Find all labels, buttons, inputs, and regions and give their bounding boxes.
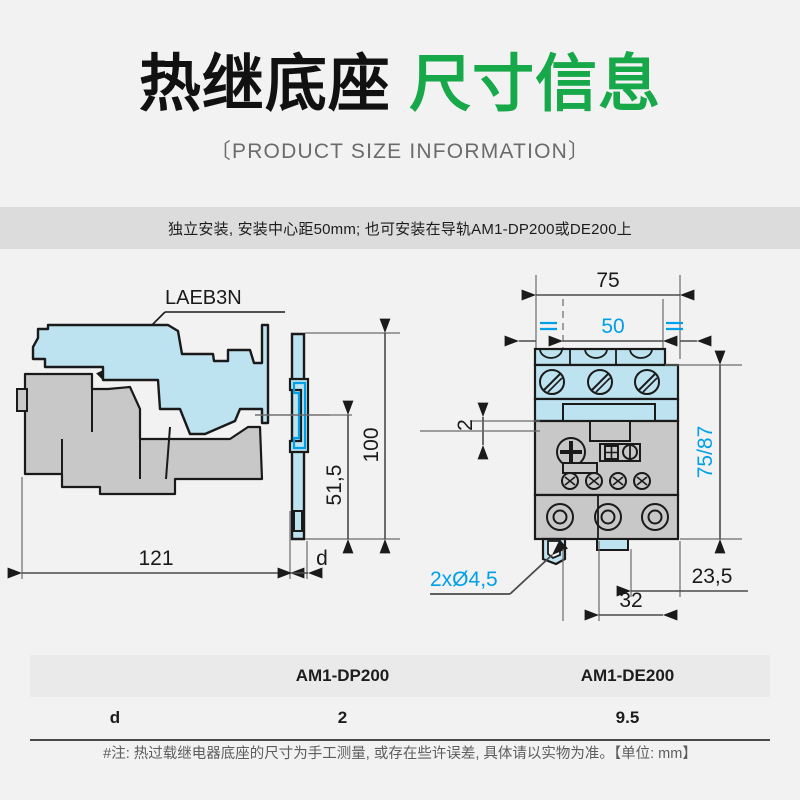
side-view-plate-foot: [293, 510, 303, 532]
front-view-hole-callout-label: 2xØ4,5: [430, 568, 498, 591]
page-title-main: 热继底座: [138, 50, 391, 119]
front-view-mid-band-inset: [562, 403, 656, 422]
page-subtitle-english: 〔PRODUCT SIZE INFORMATION〕: [209, 140, 591, 164]
dimension-table: AM1-DP200 AM1-DE200 d 2 9.5: [30, 655, 770, 741]
front-view-dim-offset-label: 2: [454, 419, 477, 431]
side-view-left-nub: [16, 388, 28, 412]
side-view-drawing: LAEB3N: [7, 287, 400, 579]
cross-screw-icon: [633, 472, 651, 490]
front-view-bottom-clip: [596, 538, 629, 551]
terminal-ring-icon: [641, 503, 669, 531]
dimension-drawings-svg: LAEB3N: [7, 269, 748, 621]
side-view-base-divider-2: [165, 426, 171, 480]
cross-screw-icon: [609, 472, 627, 490]
front-view-equal-mark-right: [666, 321, 683, 331]
front-view-label-plate: [562, 462, 598, 474]
side-view-bracket-cyan-outline: [292, 381, 307, 450]
front-view-dim-height-label: 75/87: [694, 426, 717, 479]
cross-screw-icon: [585, 472, 603, 490]
stop-button-icon: [622, 443, 638, 461]
terminal-ring-icon: [546, 503, 574, 531]
slot-screw-icon: [539, 369, 565, 395]
front-view-top-slot-1: [539, 348, 563, 359]
side-view-blue-housing: [31, 323, 270, 436]
table-header-dp200: AM1-DP200: [295, 666, 390, 685]
dimension-table-wrap: AM1-DP200 AM1-DE200 d 2 9.5: [0, 655, 800, 741]
table-header-blank: [30, 655, 200, 697]
dimension-table-head: AM1-DP200 AM1-DE200: [30, 655, 770, 697]
table-cell-row-label: d: [109, 708, 121, 727]
side-view-dim-width-label: 121: [138, 547, 173, 570]
front-view-top-slot-3: [629, 348, 653, 359]
front-view-dim-center-label: 50: [601, 315, 624, 338]
installation-note-band: 独立安装, 安装中心距50mm; 也可安装在导轨AM1-DP200或DE200上: [0, 207, 800, 249]
front-view-equal-mark-left: [540, 321, 557, 331]
page-header: 热继底座 尺寸信息 〔PRODUCT SIZE INFORMATION〕: [0, 0, 800, 165]
table-header-row: AM1-DP200 AM1-DE200: [30, 655, 770, 697]
terminal-ring-icon: [594, 503, 622, 531]
test-button-icon: [604, 445, 619, 460]
front-view-dim-right-label: 23,5: [692, 565, 733, 588]
cross-screw-icon: [561, 472, 579, 490]
phillips-screw-icon: [556, 437, 586, 467]
front-view-bottom-terminals: [546, 503, 669, 531]
slot-screw-icon: [587, 369, 613, 395]
front-view-aux-screw-row: [561, 472, 651, 490]
table-row: d 2 9.5: [30, 697, 770, 740]
side-view-part-label: LAEB3N: [165, 287, 242, 309]
hole-callout-leader: [430, 539, 569, 595]
front-view-dim-bottom-label: 32: [619, 589, 642, 612]
front-view-mounting-hole: [547, 540, 561, 560]
side-view-dim-height-label: 100: [360, 427, 383, 462]
table-header-de200: AM1-DE200: [580, 666, 675, 685]
side-view-dim-mid-label: 51,5: [323, 465, 346, 506]
front-view-drawing: 75 50: [420, 269, 748, 621]
technical-drawing-area: LAEB3N: [0, 249, 800, 649]
dimension-table-body: d 2 9.5: [30, 697, 770, 740]
side-view-dim-d-label: d: [316, 547, 328, 570]
front-view-body-window: [589, 420, 631, 442]
slot-screw-icon: [634, 369, 660, 395]
table-cell-dp200: 2: [337, 708, 348, 727]
table-cell-de200: 9.5: [615, 708, 640, 727]
page-title-accent: 尺寸信息: [409, 50, 662, 119]
front-view-terminal-screws: [539, 369, 660, 395]
page-title: 热继底座 尺寸信息: [0, 52, 800, 117]
front-view-top-slot-2: [584, 348, 608, 359]
footer-note: #注: 热过载继电器底座的尺寸为手工测量, 或存在些许误差, 具体请以实物为准。…: [103, 746, 697, 762]
front-view-dim-width-label: 75: [596, 269, 619, 292]
installation-note-text: 独立安装, 安装中心距50mm; 也可安装在导轨AM1-DP200或DE200上: [168, 220, 632, 238]
